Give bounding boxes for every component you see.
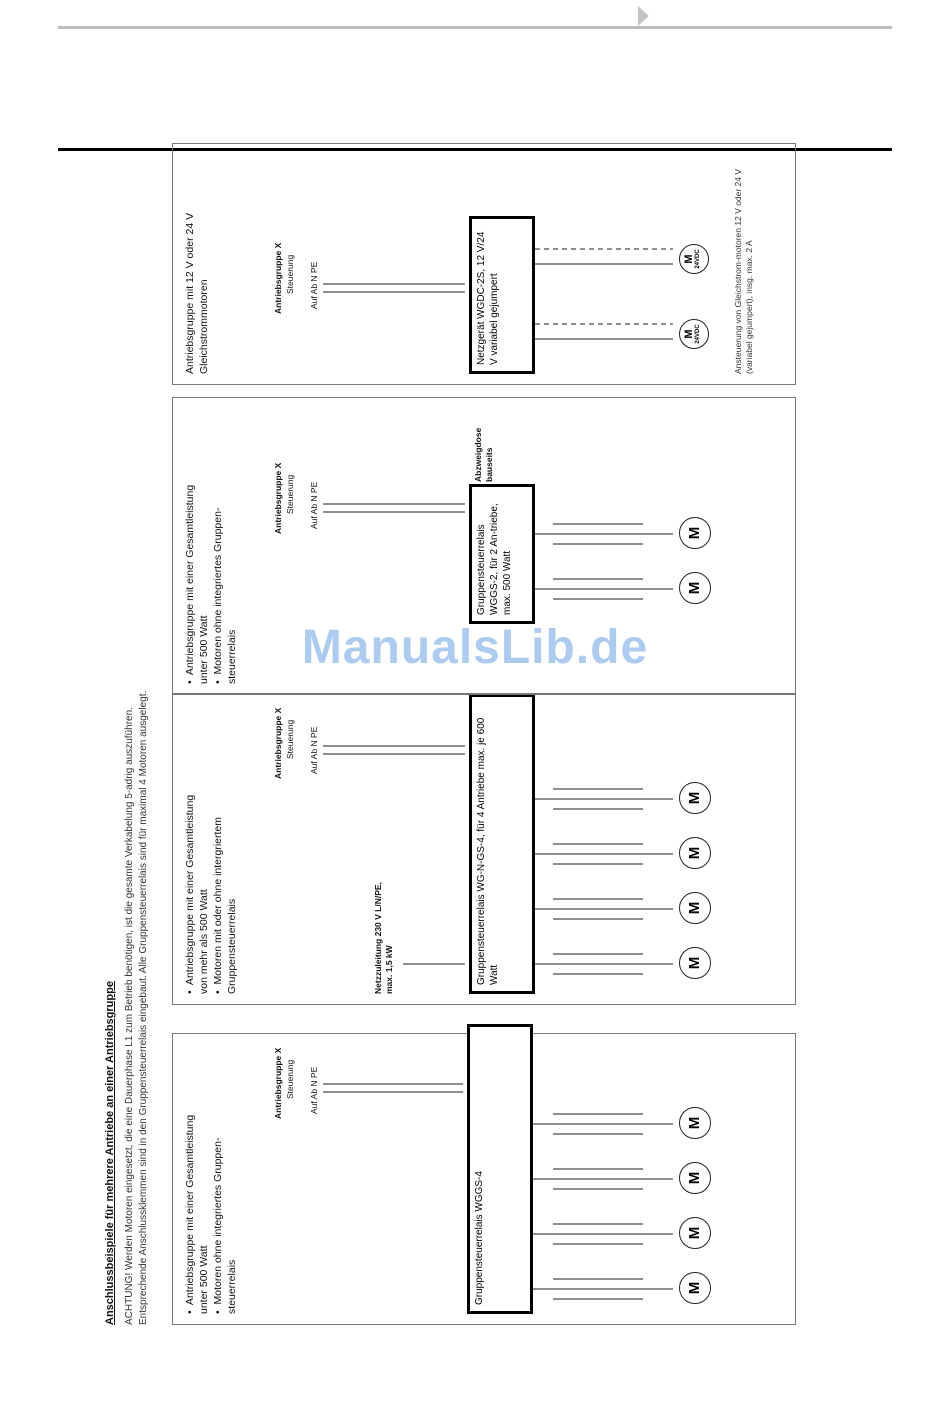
panel-1: • Antriebsgruppe mit einer Gesamtleistun… (172, 1024, 796, 1325)
page-marker-icon (638, 6, 649, 26)
panel-3-wires (323, 503, 673, 600)
wiring-diagram: Anschlussbeispiele für mehrere Antriebe … (84, 125, 834, 1345)
panel-2: • Antriebsgruppe mit einer Gesamtleistun… (172, 693, 796, 1005)
panel-1-wires (323, 1083, 673, 1300)
panel-4: Antriebsgruppe mit 12 V oder 24 V Gleich… (172, 143, 796, 385)
panel-4-wires (323, 248, 673, 340)
section-rule (58, 148, 892, 151)
warning-note-2: Entsprechende Anschlussklemmen sind in d… (138, 690, 149, 1325)
section-heading: Anschlussbeispiele für mehrere Antriebe … (104, 981, 116, 1325)
panel-2-wires (323, 745, 673, 975)
watermark: ManualsLib.de (301, 621, 649, 674)
header-line (58, 26, 892, 29)
warning-note-1: ACHTUNG! Werden Motoren eingesetzt, die … (124, 707, 135, 1325)
panel-3: • Antriebsgruppe mit einer Gesamtleistun… (172, 397, 796, 695)
